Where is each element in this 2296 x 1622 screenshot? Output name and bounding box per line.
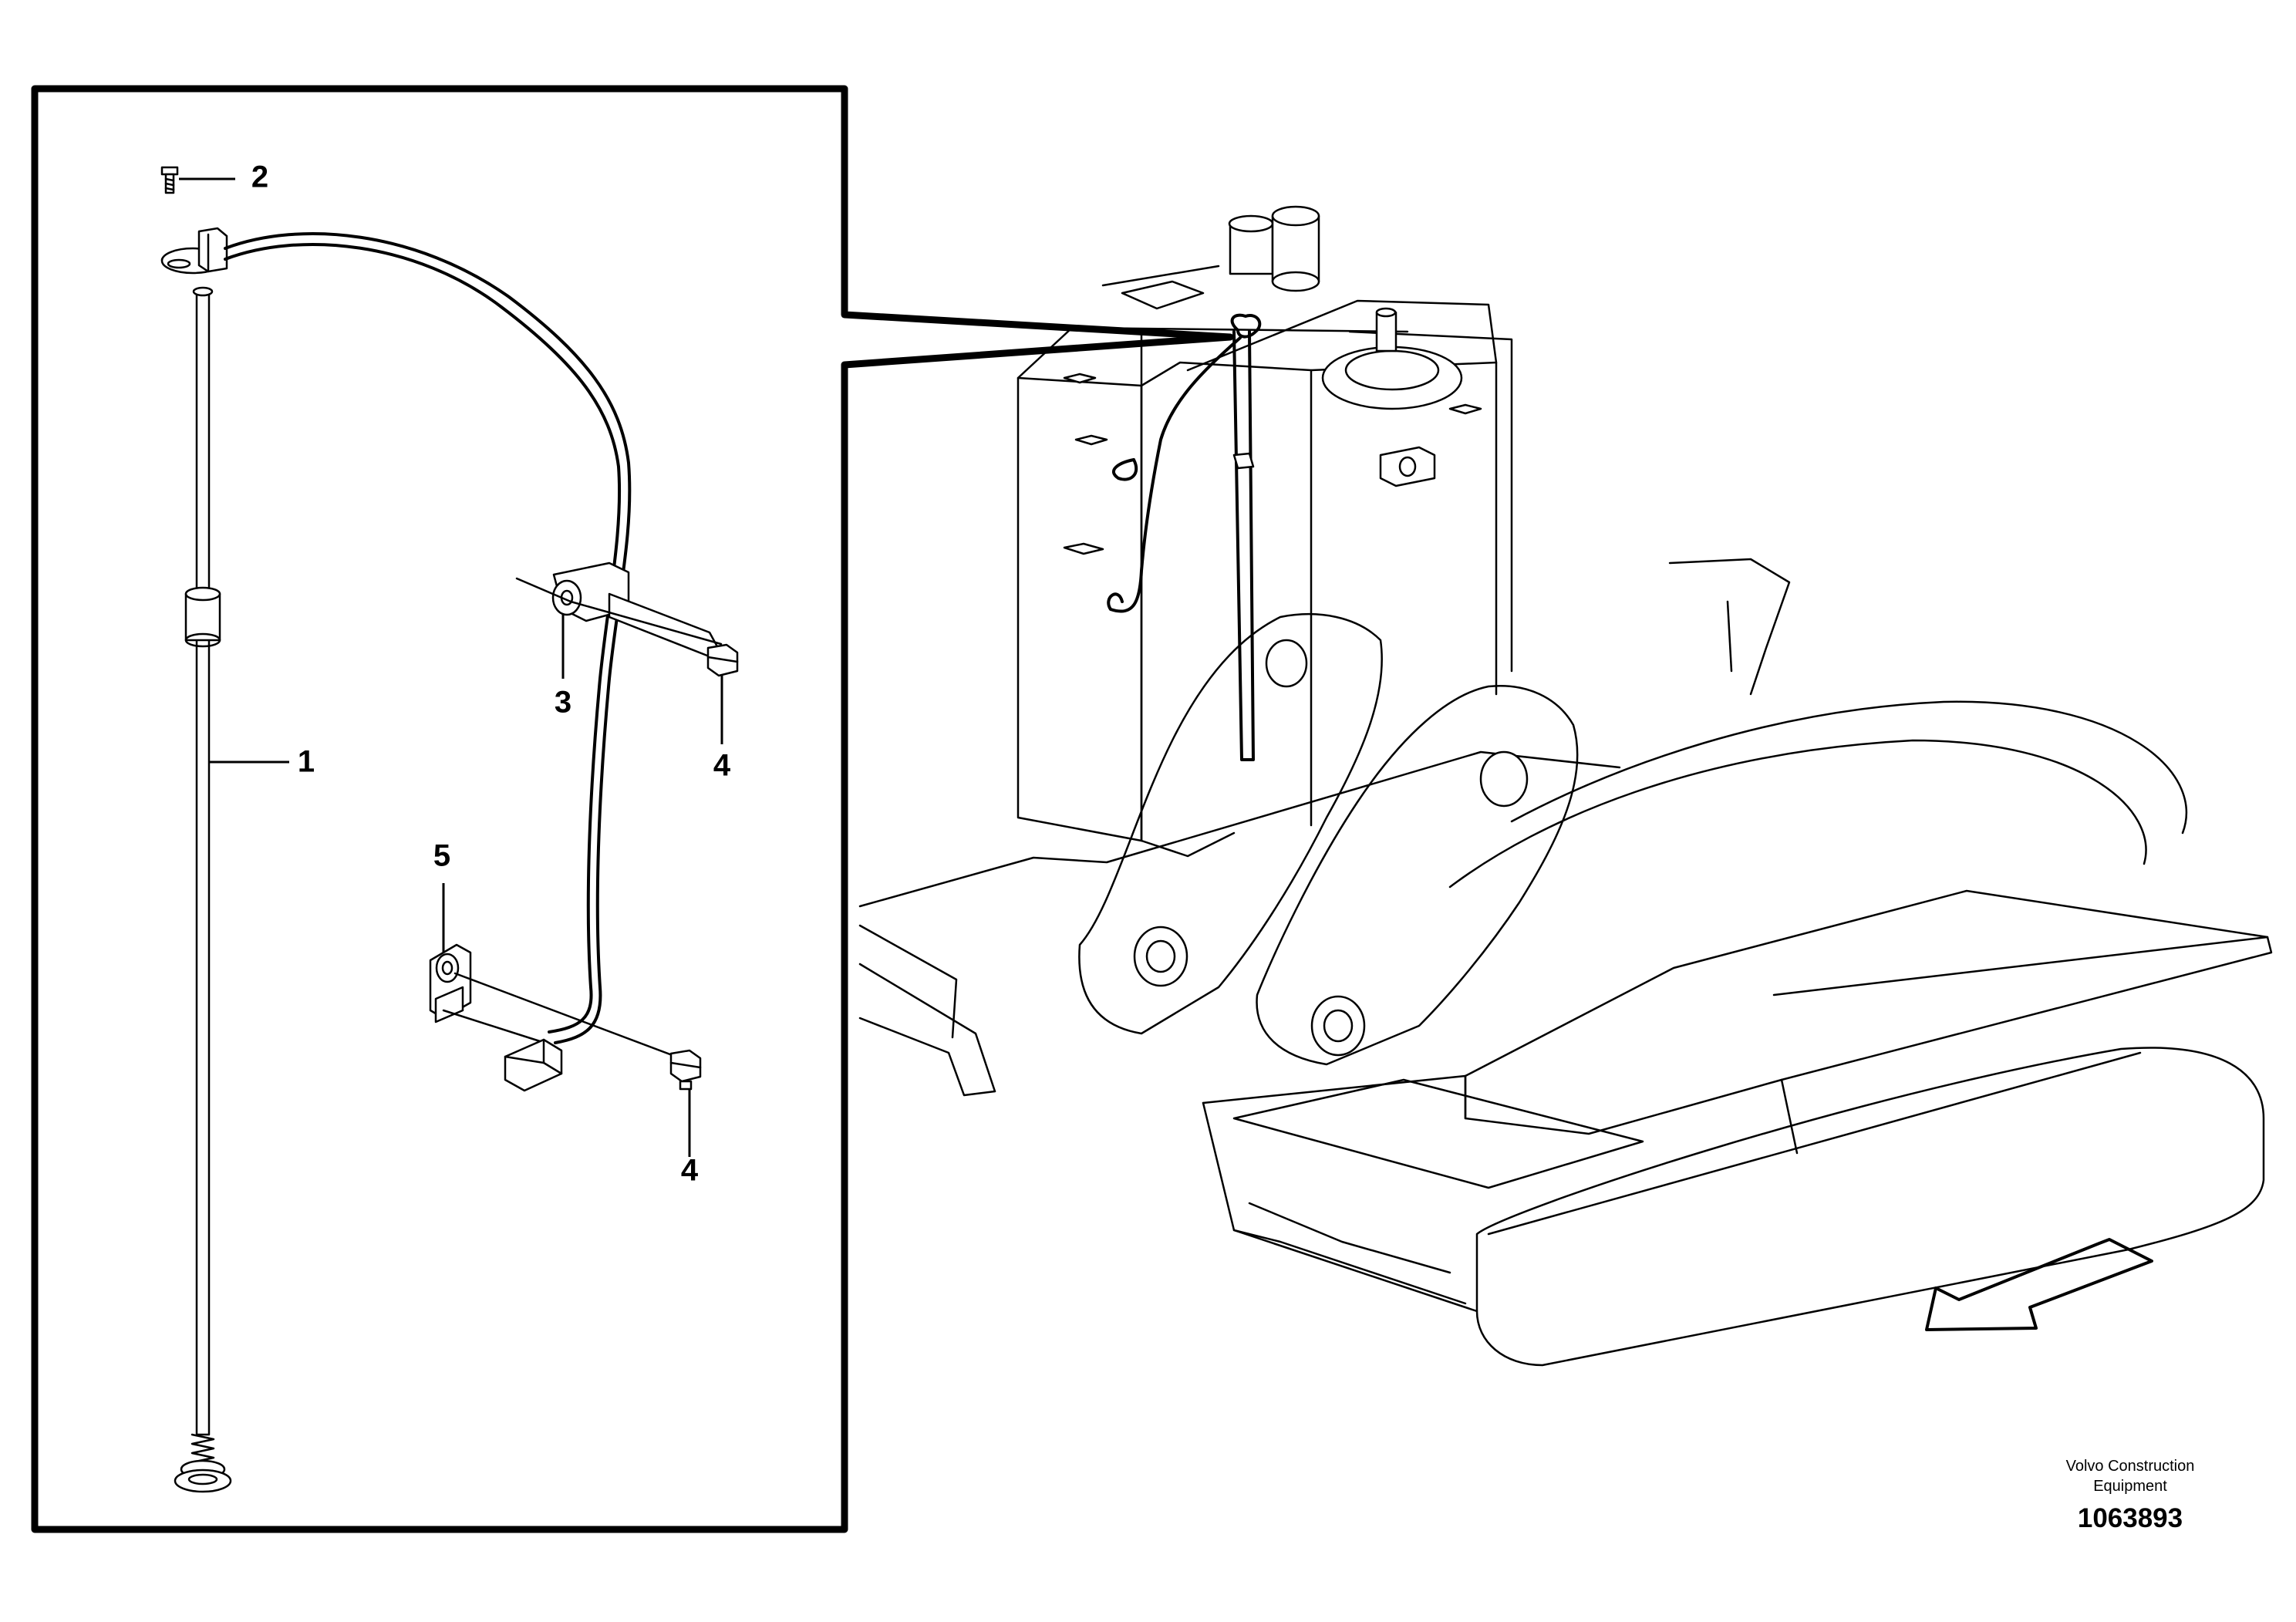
callout-3: 3 — [555, 686, 571, 720]
callout-4-upper: 4 — [713, 749, 731, 783]
bolt-4-lower — [669, 1049, 702, 1091]
detail-frame — [31, 85, 1234, 1533]
fuel-level-sensor — [160, 227, 232, 1493]
callout-5: 5 — [433, 839, 450, 873]
leader-lines — [179, 177, 723, 1157]
sensor-location-in-machine — [1107, 313, 1262, 761]
sensor-cable — [224, 232, 632, 1092]
bolt-4-upper — [706, 643, 739, 677]
clamp-5 — [429, 943, 688, 1062]
forward-direction-arrow — [1925, 1238, 2153, 1331]
brand-line-2: Equipment — [2093, 1478, 2167, 1495]
clamp-3 — [515, 561, 723, 659]
callout-4-lower: 4 — [681, 1154, 699, 1188]
brand-line-1: Volvo Construction — [2066, 1458, 2195, 1475]
callout-2: 2 — [251, 160, 268, 194]
callout-1: 1 — [298, 745, 315, 779]
excavator-upper-frame — [858, 205, 2273, 1367]
screw-2 — [160, 166, 179, 194]
drawing-number: 1063893 — [2078, 1503, 2183, 1533]
